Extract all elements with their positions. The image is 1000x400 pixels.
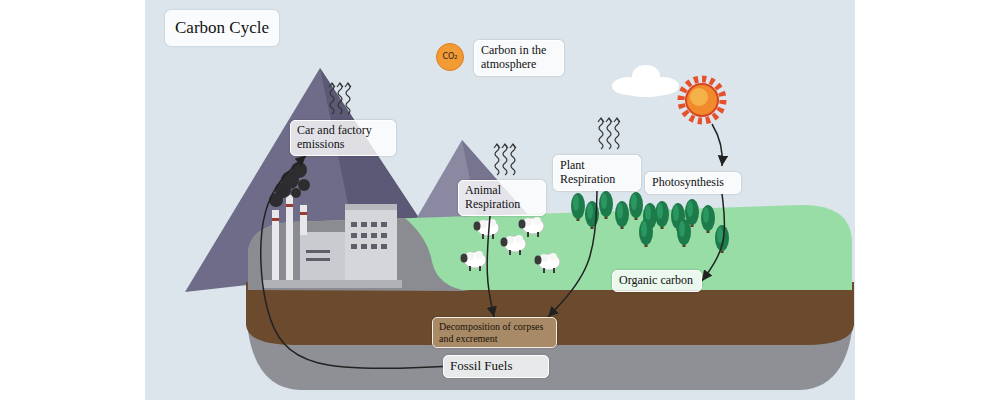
node-text: Photosynthesis [652, 176, 734, 190]
tree [599, 191, 613, 219]
sun [681, 79, 723, 121]
plant-respiration-label: Plant Respiration [553, 155, 641, 191]
animal-respiration-label: Animal Respiration [458, 180, 546, 216]
tree [701, 205, 715, 233]
sheep [461, 251, 487, 271]
tree [677, 219, 691, 247]
diagram-title: Carbon Cycle [165, 10, 279, 46]
tree [655, 201, 669, 229]
tree [615, 201, 629, 229]
organic-carbon-label: Organic carbon [612, 270, 702, 292]
node-text: Animal Respiration [465, 184, 539, 212]
photosynthesis-label: Photosynthesis [645, 172, 741, 194]
flow-arrow [261, 156, 443, 369]
node-text: Decomposition of corpses and excrement [439, 321, 550, 344]
tree [715, 225, 729, 253]
co2-circle: CO₂ [436, 43, 464, 71]
node-text: Carbon in the atmosphere [481, 44, 557, 72]
respiration-waves [494, 144, 516, 175]
atmosphere-label: Carbon in the atmosphere [474, 40, 564, 76]
sheep [535, 253, 561, 273]
fossil-fuels-box: Fossil Fuels [443, 355, 549, 378]
node-text: Organic carbon [619, 274, 695, 288]
flow-arrow [487, 216, 494, 317]
smoke [269, 162, 310, 207]
factory [262, 195, 402, 288]
cloud [612, 65, 679, 97]
flow-arrow [548, 191, 597, 317]
panel-background [145, 0, 855, 400]
node-text: CO₂ [436, 43, 464, 71]
tree [629, 192, 643, 220]
respiration-waves [598, 118, 620, 149]
grass-field [248, 205, 852, 290]
tree [585, 201, 599, 229]
node-text: Plant Respiration [560, 159, 634, 187]
sheep [501, 235, 527, 255]
decomposition-box: Decomposition of corpses and excrement [432, 317, 557, 348]
sunlight-arrow [712, 124, 722, 166]
tree [639, 219, 653, 247]
emission-waves [329, 83, 351, 114]
emissions-label: Car and factory emissions [290, 120, 396, 156]
sheep [519, 217, 545, 237]
sheep [474, 219, 500, 239]
tree [571, 193, 585, 221]
node-text: Fossil Fuels [450, 359, 542, 374]
flow-arrow [702, 194, 725, 281]
node-text: Car and factory emissions [297, 124, 389, 152]
